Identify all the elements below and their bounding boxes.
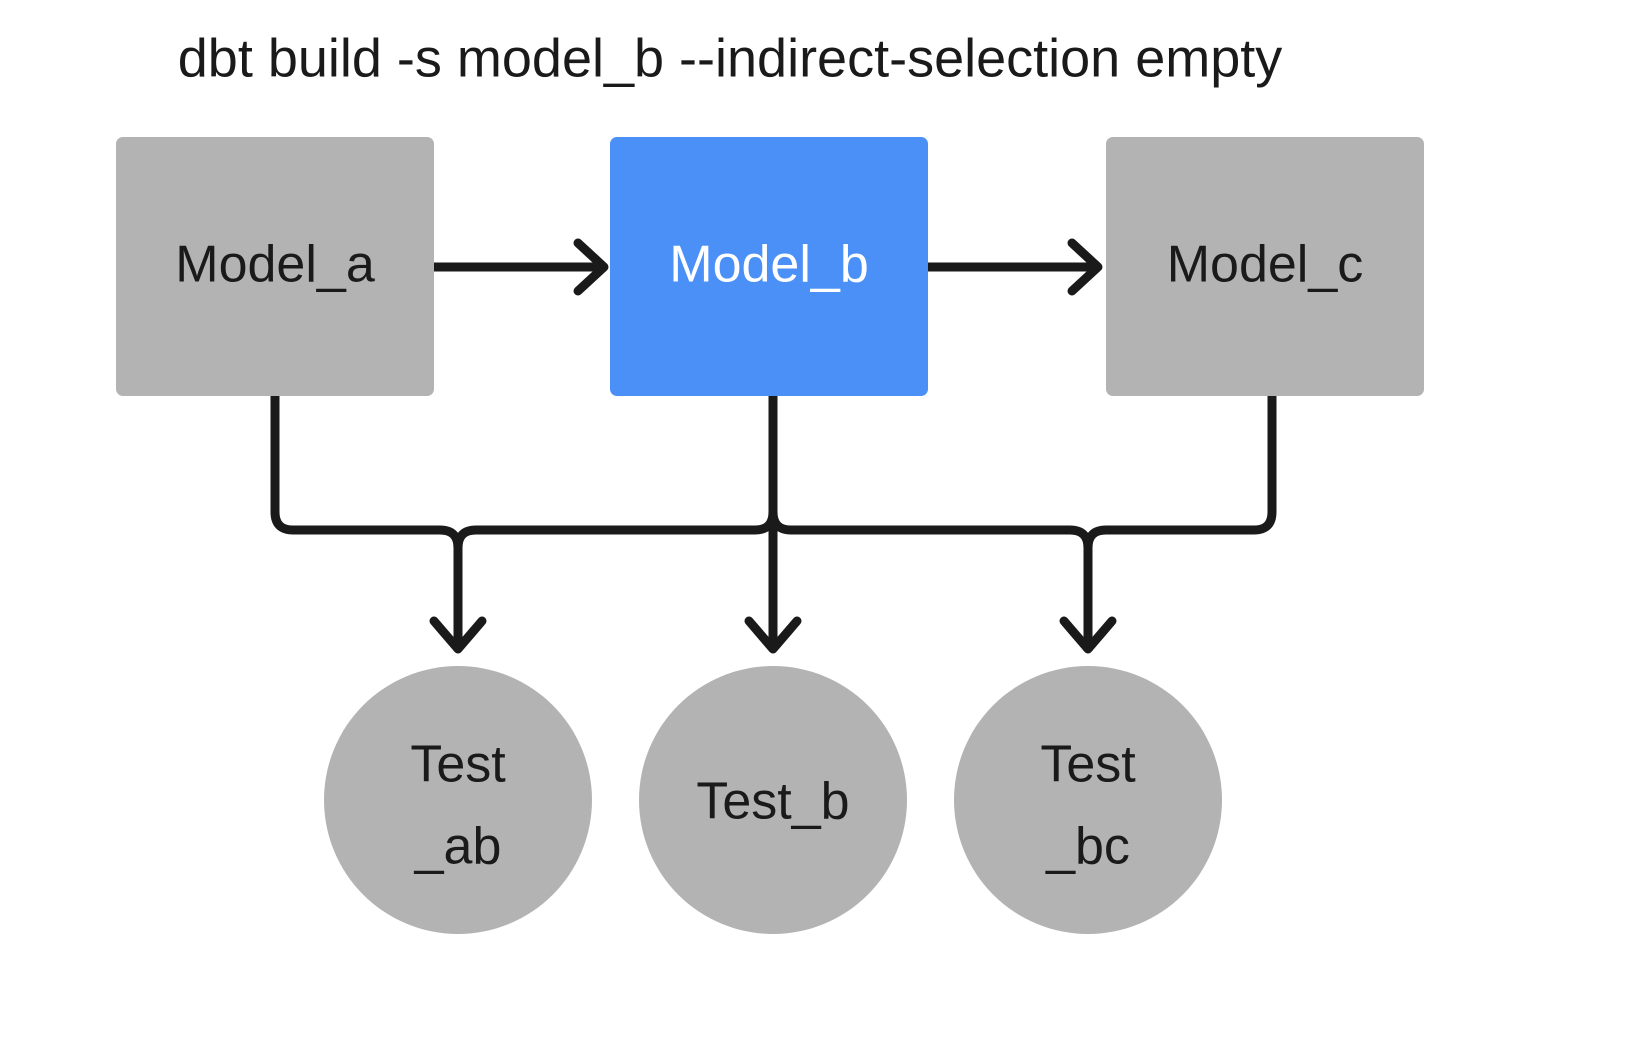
edge-model-c-to-test-bc bbox=[1083, 396, 1277, 549]
test-bc-label-line-1: Test bbox=[1040, 736, 1136, 794]
edge-model-b-to-model-c bbox=[928, 238, 1103, 296]
model-a-box[interactable] bbox=[116, 137, 434, 396]
edge-model-b-to-test-ab bbox=[453, 396, 778, 549]
model-a-label: Model_a bbox=[175, 236, 375, 294]
edge-model-a-to-test-ab bbox=[270, 396, 487, 654]
model-c-label: Model_c bbox=[1167, 236, 1364, 294]
node-model-b[interactable]: Model_b bbox=[610, 137, 928, 396]
diagram-title: dbt build -s model_b --indirect-selectio… bbox=[178, 28, 1283, 88]
node-model-c[interactable]: Model_c bbox=[1106, 137, 1424, 396]
test-bc-label-line-2: _bc bbox=[1045, 818, 1130, 876]
test-ab-circle[interactable] bbox=[324, 666, 592, 934]
node-test-bc[interactable]: Test _bc bbox=[954, 666, 1222, 934]
edge-model-b-to-test-bc bbox=[768, 396, 1117, 654]
model-b-box[interactable] bbox=[610, 137, 928, 396]
test-ab-label-line-1: Test bbox=[410, 736, 506, 794]
node-test-ab[interactable]: Test _ab bbox=[324, 666, 592, 934]
node-test-b[interactable]: Test_b bbox=[639, 666, 907, 934]
test-b-label-line-1: Test_b bbox=[696, 773, 849, 831]
test-ab-label-line-2: _ab bbox=[414, 818, 502, 876]
test-b-circle[interactable] bbox=[639, 666, 907, 934]
node-model-a[interactable]: Model_a bbox=[116, 137, 434, 396]
test-bc-circle[interactable] bbox=[954, 666, 1222, 934]
edge-model-a-to-model-b bbox=[434, 238, 609, 296]
model-c-box[interactable] bbox=[1106, 137, 1424, 396]
model-b-label: Model_b bbox=[669, 236, 868, 294]
